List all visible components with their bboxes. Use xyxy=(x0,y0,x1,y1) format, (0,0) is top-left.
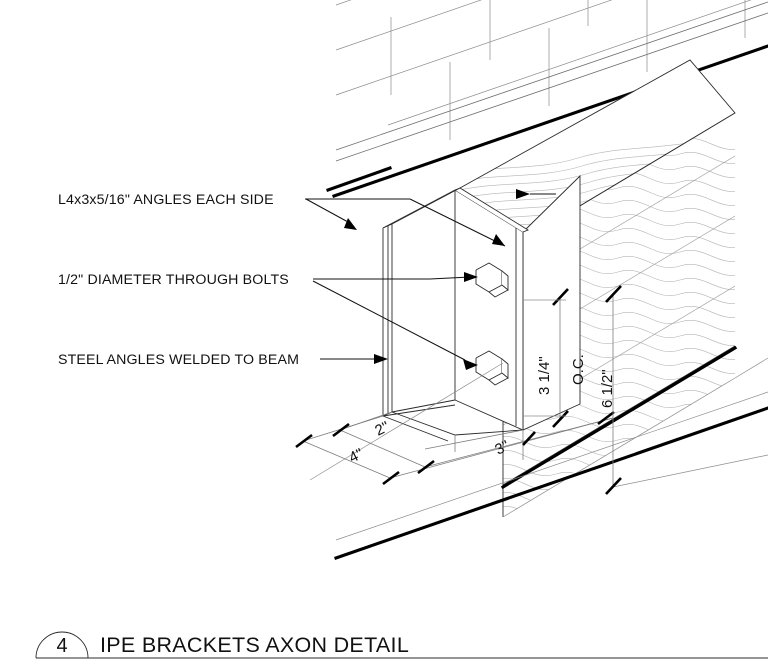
note-angles-each-side: L4x3x5/16" ANGLES EACH SIDE xyxy=(58,192,274,208)
through-bolt-lower xyxy=(475,350,509,386)
leader-arrow-angles-2 xyxy=(344,218,357,230)
dimension-6-1-2-inch: 6 1/2" xyxy=(599,369,616,408)
leader-lines xyxy=(305,166,556,370)
near-steel-angle-blade xyxy=(382,187,524,442)
leader-arrow-welded xyxy=(374,354,388,364)
title-block: 4 IPE BRACKETS AXON DETAIL xyxy=(35,631,768,659)
dimension-3-inch: 3" xyxy=(492,437,512,458)
leader-arrow-beam-top xyxy=(516,189,530,199)
detail-title: IPE BRACKETS AXON DETAIL xyxy=(100,633,409,657)
dimension-2-inch: 2" xyxy=(372,418,392,439)
notes-group: L4x3x5/16" ANGLES EACH SIDE 1/2" DIAMETE… xyxy=(58,192,299,368)
steel-angle-plate xyxy=(454,187,529,431)
ground-plane-lines xyxy=(309,362,768,560)
dimension-on-center: O.C. xyxy=(570,354,587,385)
masonry-wall xyxy=(335,0,752,140)
dim-tick-3in xyxy=(522,431,536,446)
dimension-4-inch: 4" xyxy=(346,445,366,466)
leader-arrow-bolt-lower xyxy=(463,359,478,370)
note-through-bolts: 1/2" DIAMETER THROUGH BOLTS xyxy=(58,272,289,288)
dimension-text-group: 2" 4" 3" 3 1/4" O.C. 6 1/2" xyxy=(346,354,616,466)
detail-bubble-arc xyxy=(35,631,89,659)
leader-arrow-bolt-upper xyxy=(464,272,478,282)
dimension-lines xyxy=(295,285,622,495)
note-steel-angles-welded: STEEL ANGLES WELDED TO BEAM xyxy=(58,352,299,368)
detail-number: 4 xyxy=(56,635,67,657)
through-bolt-upper xyxy=(475,262,509,298)
dimension-3-1-4-inch: 3 1/4" xyxy=(536,356,553,395)
leader-arrow-angles xyxy=(492,234,505,246)
